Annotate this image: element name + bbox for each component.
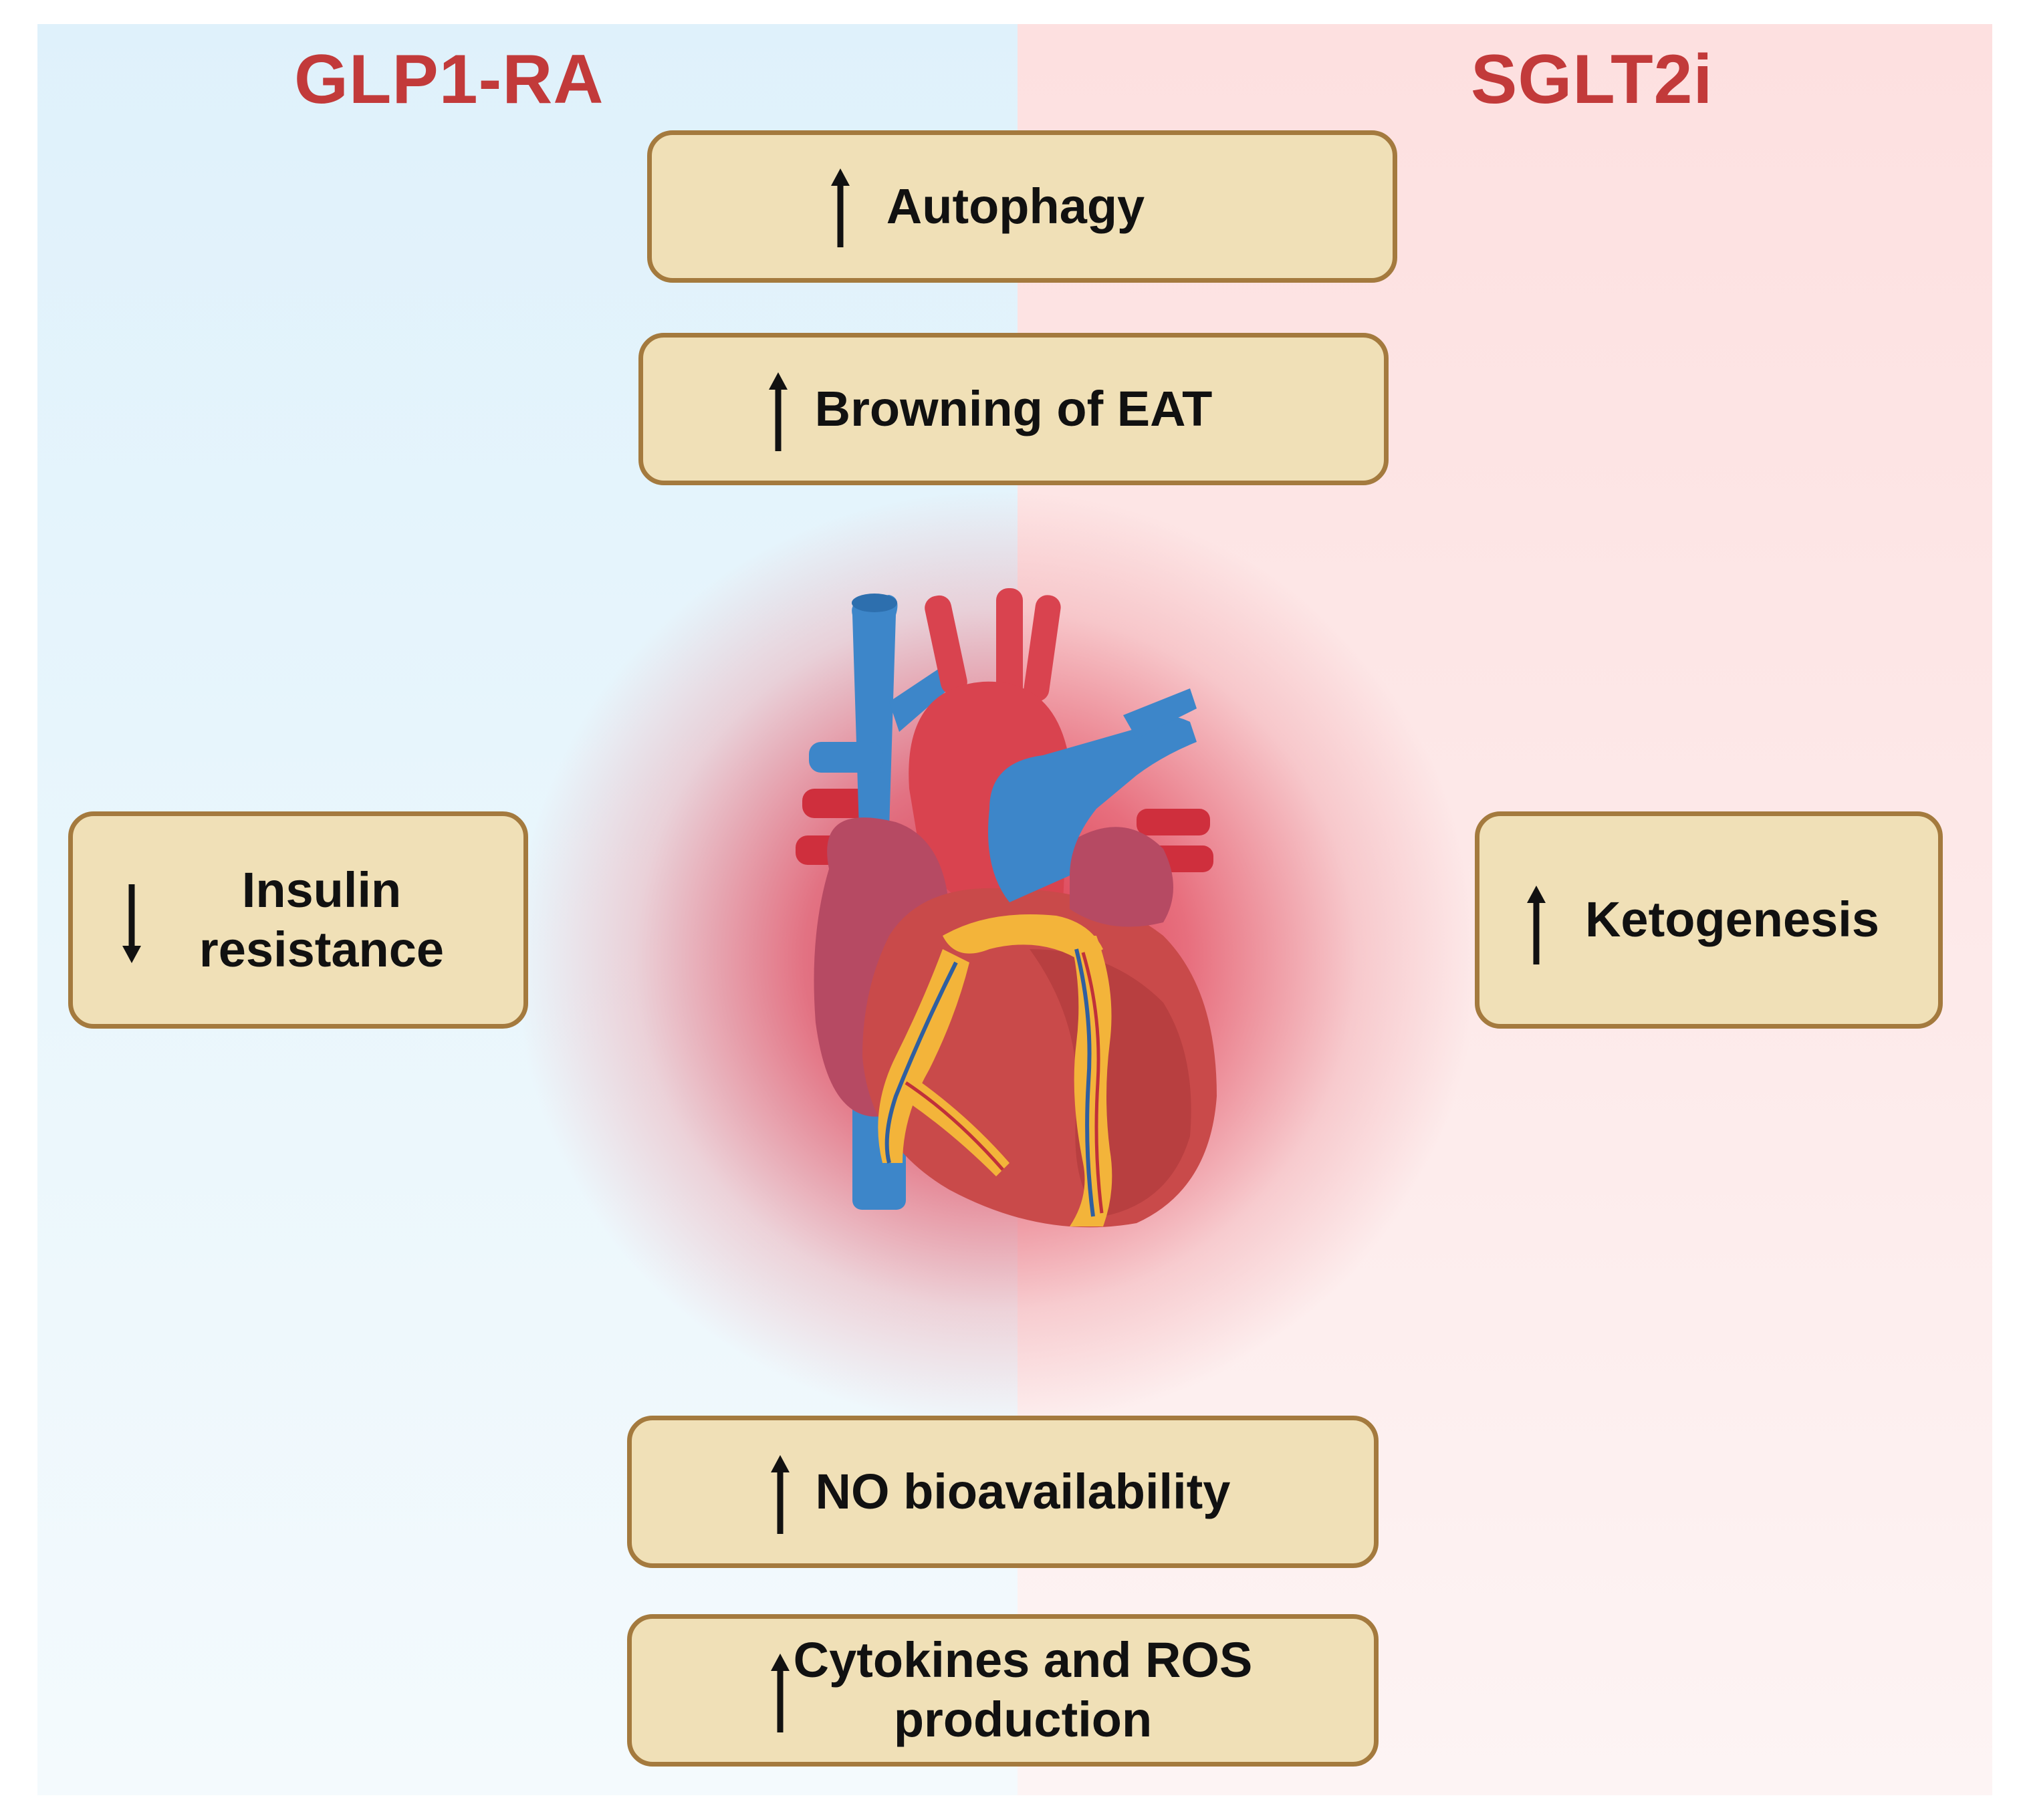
cytokines-ros-label: Cytokines and ROS production <box>793 1632 1253 1747</box>
up-arrow-icon <box>769 372 788 451</box>
insulin-resistance-label: Insulin resistance <box>199 862 445 977</box>
insulin-resistance-box: Insulin resistance <box>68 811 528 1029</box>
up-arrow-icon <box>771 1654 790 1732</box>
up-arrow-icon <box>831 168 850 247</box>
no-bioavailability-box: NO bioavailability <box>627 1416 1379 1568</box>
heart-icon <box>796 588 1217 1228</box>
cytokines-ros-box: Cytokines and ROS production <box>627 1614 1379 1767</box>
autophagy-label: Autophagy <box>886 178 1145 234</box>
glp1-ra-heading: GLP1-RA <box>294 41 604 118</box>
up-arrow-icon <box>1527 886 1546 964</box>
autophagy-box: Autophagy <box>647 130 1397 283</box>
sglt2i-heading: SGLT2i <box>1471 41 1713 118</box>
up-arrow-icon <box>771 1455 790 1534</box>
ketogenesis-label: Ketogenesis <box>1584 892 1880 948</box>
browning-of-eat-box: Browning of EAT <box>638 333 1389 485</box>
browning-of-eat-label: Browning of EAT <box>814 380 1213 436</box>
ketogenesis-box: Ketogenesis <box>1475 811 1943 1029</box>
down-arrow-icon <box>122 884 141 963</box>
no-bioavailability-label: NO bioavailability <box>815 1463 1231 1519</box>
